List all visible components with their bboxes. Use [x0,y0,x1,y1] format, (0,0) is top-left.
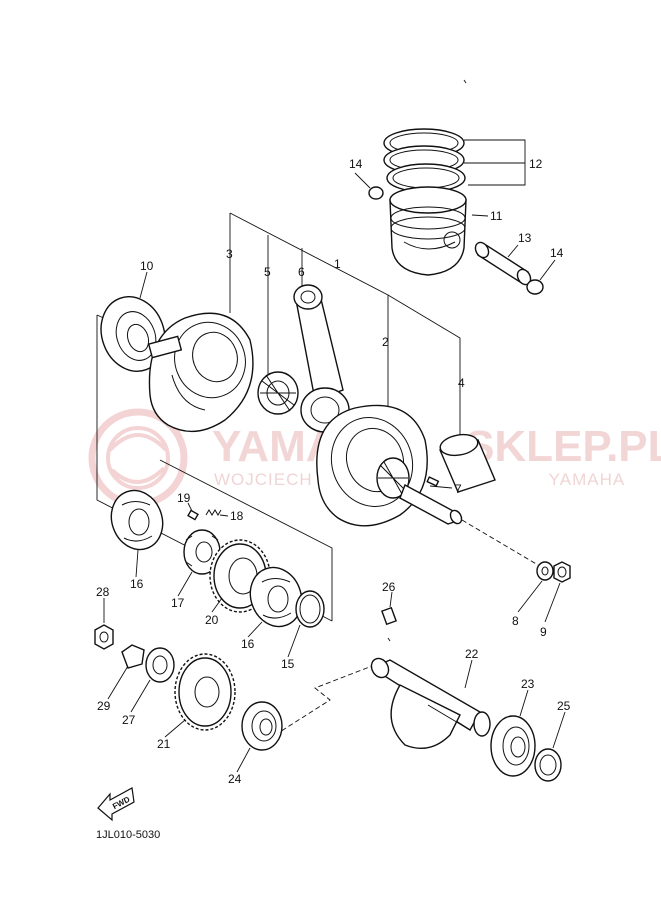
callout-1: 1 [334,257,341,271]
bracket-lines [96,79,539,736]
spring-18 [205,509,222,516]
piston [389,186,467,276]
ring-15 [295,590,325,628]
callout-2: 2 [382,335,389,349]
callout-5: 5 [264,265,271,279]
pin-19 [187,509,199,521]
plate-16-upper [110,489,164,551]
diagram-code: 1JL010-5030 [96,829,160,841]
callout-27: 27 [122,713,136,727]
callout-20: 20 [205,613,219,627]
callout-12: 12 [529,157,543,171]
gear-21 [174,653,236,731]
callout-28: 28 [96,585,110,599]
bearing-23 [490,715,536,777]
callout-19: 19 [177,491,191,505]
piston-group [368,128,544,295]
seal-25 [534,748,562,782]
callout-10: 10 [140,259,154,273]
balancer-shaft [370,657,491,749]
crank-pin [439,433,496,493]
callout-9: 9 [540,625,547,639]
callout-leaders [103,172,566,773]
lock-washer-29 [121,644,145,669]
collar-27 [145,647,175,683]
piston-pin [474,241,532,286]
bearing-24 [241,701,283,751]
callout-8: 8 [512,614,519,628]
callout-11: 11 [490,209,503,223]
callout-25: 25 [557,699,571,713]
bearing-10 [100,296,166,372]
callout-3: 3 [226,247,233,261]
nut-28 [94,624,114,650]
callout-labels: 1 2 3 4 5 6 7 8 9 10 11 12 13 14 14 15 1… [96,157,571,786]
callout-18: 18 [230,509,244,523]
callout-21: 21 [157,737,171,751]
circlip-right [526,279,544,295]
fwd-arrow-icon: FWD [97,787,135,822]
callout-16-upper: 16 [130,577,144,591]
callout-7: 7 [455,482,462,496]
washer-8 [536,561,554,581]
callout-22: 22 [465,647,479,661]
callout-23: 23 [521,677,535,691]
circlip-left [368,186,384,200]
callout-26: 26 [382,580,396,594]
plate-16-lower [249,566,303,628]
callout-4: 4 [458,376,465,390]
callout-15: 15 [281,657,295,671]
callout-17: 17 [171,596,185,610]
callout-29: 29 [97,699,111,713]
crank-right-half [316,404,496,527]
callout-24: 24 [228,772,242,786]
crank-left-half [100,296,254,433]
needle-bearing [257,371,299,415]
nut-9 [553,561,571,583]
callout-6: 6 [298,265,305,279]
callout-13: 13 [518,231,532,245]
connecting-rod [257,284,350,433]
crank-web-left [147,312,254,433]
callout-16-lower: 16 [241,637,255,651]
callout-14-left: 14 [349,157,363,171]
callout-14-right: 14 [550,246,564,260]
key-26 [381,606,397,626]
piston-rings [383,128,466,193]
